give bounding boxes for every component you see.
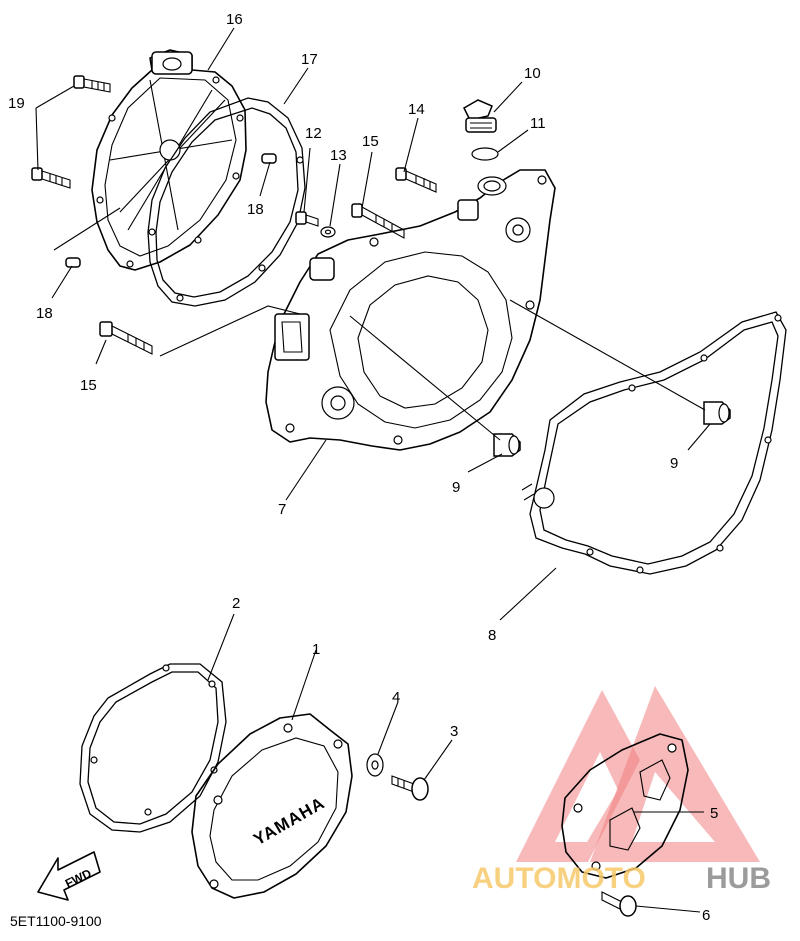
callout-9-right: 9 xyxy=(670,455,678,472)
part-17-gasket xyxy=(147,97,306,307)
cover-brand-text: YAMAHA xyxy=(250,793,328,849)
part-10-oil-filler-plug xyxy=(463,99,497,133)
callout-18-lower: 18 xyxy=(36,305,53,322)
part-16-clutch-cover xyxy=(91,49,247,271)
callout-15-upper: 15 xyxy=(362,133,379,150)
part-8-gasket xyxy=(521,311,787,575)
callout-3: 3 xyxy=(450,723,458,740)
fwd-arrow-text: FWD xyxy=(63,866,94,891)
watermark-text: AUTOMOTO HUB xyxy=(472,862,771,895)
callout-numbers: 16 17 19 18 18 15 12 13 15 14 10 11 7 9 … xyxy=(8,11,718,924)
part-9-dowel-right xyxy=(703,401,731,425)
callout-13: 13 xyxy=(330,147,347,164)
callout-14: 14 xyxy=(408,101,425,118)
callout-6: 6 xyxy=(702,907,710,924)
callout-12: 12 xyxy=(305,125,322,142)
part-6-screw xyxy=(601,891,637,917)
bolt-19-lower xyxy=(31,167,71,189)
watermark-triangle-right xyxy=(590,686,760,862)
part-12-bolt xyxy=(295,211,319,227)
callout-15-lower: 15 xyxy=(80,377,97,394)
callout-7: 7 xyxy=(278,501,286,518)
part-19-bolts xyxy=(31,75,111,189)
callout-2: 2 xyxy=(232,595,240,612)
part-13-washer xyxy=(320,226,336,238)
callout-8: 8 xyxy=(488,627,496,644)
callout-10: 10 xyxy=(524,65,541,82)
callout-11: 11 xyxy=(530,115,546,132)
callout-18-upper: 18 xyxy=(247,201,264,218)
part-9-dowel-center xyxy=(493,433,521,457)
watermark-logo xyxy=(516,686,760,862)
part-15-bolt-upper xyxy=(351,203,405,239)
part-5-sprocket-cover xyxy=(561,733,689,879)
part-2-gasket xyxy=(79,663,227,833)
part-4-washer xyxy=(366,753,384,777)
watermark-text-hub: HUB xyxy=(706,862,771,895)
callout-5: 5 xyxy=(710,805,718,822)
callout-19: 19 xyxy=(8,95,25,112)
diagram-code: 5ET1100-9100 xyxy=(10,913,102,929)
part-1-generator-cover: YAMAHA xyxy=(191,713,353,899)
callout-9-center: 9 xyxy=(452,479,460,496)
part-18-dowels xyxy=(65,153,277,268)
part-11-o-ring xyxy=(471,147,499,161)
callout-17: 17 xyxy=(301,51,318,68)
part-14-bolt xyxy=(395,167,437,193)
callout-1: 1 xyxy=(312,641,320,658)
callout-16: 16 xyxy=(226,11,243,28)
part-3-bolt xyxy=(391,775,429,801)
bolt-19-upper xyxy=(73,75,111,93)
watermark-text-automoto: AUTOMOTO xyxy=(472,862,646,895)
part-15-bolt-lower xyxy=(99,321,153,355)
callout-4: 4 xyxy=(392,689,400,706)
part-7-crankcase-cover xyxy=(265,169,556,451)
leader-lines xyxy=(35,27,711,913)
fwd-arrow: FWD xyxy=(37,851,101,901)
